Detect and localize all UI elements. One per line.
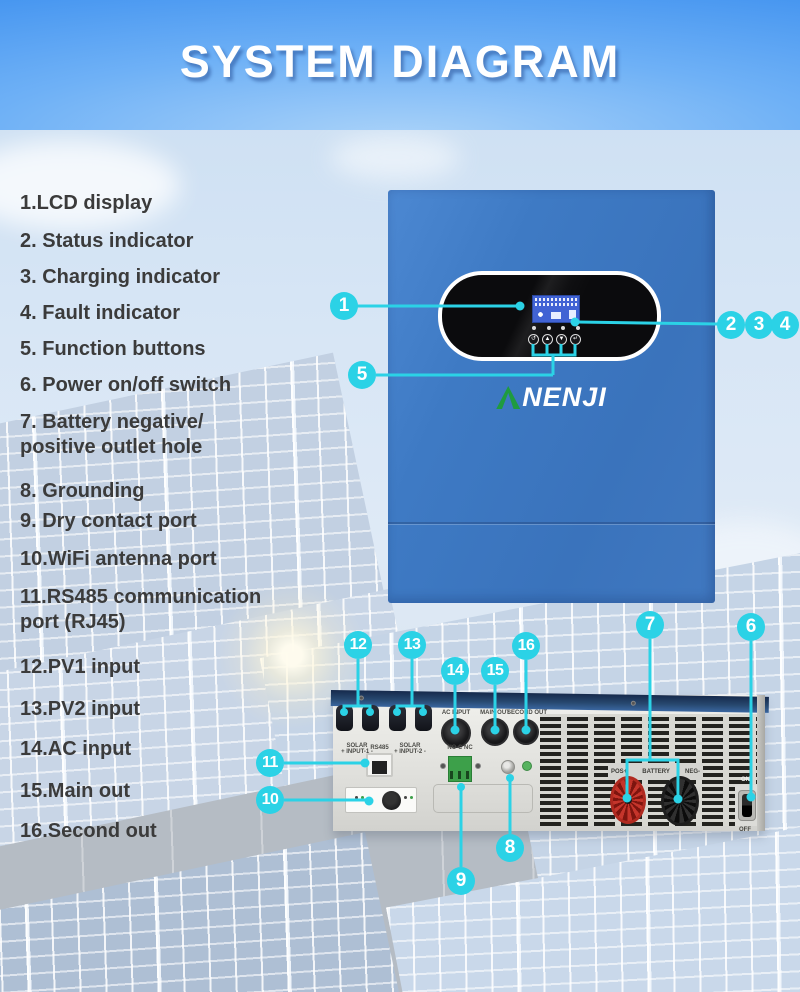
enter-button-icon: ↵ bbox=[570, 334, 581, 345]
cloud bbox=[0, 140, 180, 230]
callout-14: 14 bbox=[441, 657, 469, 685]
wifi-antenna-port bbox=[382, 791, 401, 810]
led-icon bbox=[361, 796, 364, 799]
pv1-positive-connector bbox=[336, 705, 353, 731]
callout-6: 6 bbox=[737, 613, 765, 641]
callout-1: 1 bbox=[330, 292, 358, 320]
legend-item-11: 11.RS485 communication port (RJ45) bbox=[20, 586, 262, 633]
legend-item-9: 9. Dry contact port bbox=[20, 510, 197, 532]
brand-logo: NENJI bbox=[388, 382, 715, 412]
status-indicator-icon bbox=[546, 326, 551, 330]
brand-triangle-icon bbox=[496, 386, 521, 409]
screw-icon bbox=[440, 763, 446, 769]
second-out-port bbox=[513, 719, 539, 745]
battery-pos-label: POS+ bbox=[611, 768, 628, 775]
callout-12: 12 bbox=[344, 631, 372, 659]
pv2-positive-connector bbox=[389, 705, 406, 731]
legend-item-7: 7. Battery negative/ positive outlet hol… bbox=[20, 411, 204, 458]
legend-item-2: 2. Status indicator bbox=[20, 230, 194, 252]
legend-item-6: 6. Power on/off switch bbox=[20, 374, 232, 396]
callout-15: 15 bbox=[481, 657, 509, 685]
callout-10: 10 bbox=[256, 786, 284, 814]
dry-contact-terminal bbox=[448, 756, 472, 782]
header-banner: SYSTEM DIAGRAM bbox=[0, 0, 800, 130]
callout-8: 8 bbox=[496, 834, 524, 862]
battery-terminal-negative bbox=[661, 776, 699, 826]
terminal-hub bbox=[624, 796, 632, 804]
callout-13: 13 bbox=[398, 631, 426, 659]
status-indicator-row bbox=[532, 326, 580, 330]
legend-item-1: 1.LCD display bbox=[20, 192, 153, 214]
battery-label: BATTERY bbox=[642, 768, 670, 775]
panel-right-edge bbox=[757, 695, 765, 831]
screw-icon bbox=[475, 763, 481, 769]
legend-item-15: 15.Main out bbox=[20, 780, 131, 802]
legend-item-3: 3. Charging indicator bbox=[20, 266, 221, 288]
display-panel: ↺ ▲ ▼ ↵ bbox=[438, 271, 661, 361]
up-button-icon: ▲ bbox=[542, 334, 553, 345]
callout-5: 5 bbox=[348, 361, 376, 389]
second-out-label: SECOND OUT bbox=[506, 710, 547, 716]
legend-item-4: 4. Fault indicator bbox=[20, 302, 181, 324]
inverter-bottom-panel: SOLAR + INPUT-1 - SOLAR + INPUT-2 - AC I… bbox=[330, 690, 769, 833]
terminal-hub bbox=[676, 797, 684, 805]
callout-3: 3 bbox=[745, 311, 773, 339]
page-title: SYSTEM DIAGRAM bbox=[179, 36, 621, 87]
callout-16: 16 bbox=[512, 632, 540, 660]
dry-contact-label: NO C NC bbox=[447, 745, 473, 751]
power-switch-plate bbox=[735, 785, 760, 826]
ground-screw bbox=[501, 760, 515, 774]
screw-icon bbox=[630, 700, 636, 706]
inverter-front-view: ↺ ▲ ▼ ↵ NENJI bbox=[388, 190, 715, 603]
legend-item-14: 14.AC input bbox=[20, 738, 132, 760]
battery-neg-label: NEG- bbox=[684, 768, 700, 775]
charging-indicator-icon bbox=[561, 326, 566, 330]
callout-9: 9 bbox=[447, 867, 475, 895]
callout-11: 11 bbox=[256, 749, 284, 777]
solar-input1-label: SOLAR + INPUT-1 - bbox=[341, 743, 373, 755]
screw-icon bbox=[358, 695, 364, 701]
led-icon bbox=[355, 796, 358, 799]
switch-on-label: ON bbox=[741, 777, 750, 783]
blank-plate bbox=[433, 784, 533, 813]
rocker-key bbox=[742, 794, 752, 817]
led-icon bbox=[410, 796, 413, 799]
pv2-negative-connector bbox=[415, 705, 432, 731]
legend-item-12: 12.PV1 input bbox=[20, 656, 141, 678]
solar-input2-label: SOLAR + INPUT-2 - bbox=[394, 743, 426, 755]
legend-item-5: 5. Function buttons bbox=[20, 338, 206, 360]
case-seam bbox=[388, 522, 715, 524]
rj45-port bbox=[366, 753, 393, 777]
callout-2: 2 bbox=[717, 311, 745, 339]
callout-4: 4 bbox=[771, 311, 799, 339]
pv1-negative-connector bbox=[362, 705, 379, 731]
main-out-port bbox=[481, 718, 509, 746]
status-indicator-icon bbox=[532, 326, 536, 330]
esc-button-icon: ↺ bbox=[528, 334, 539, 345]
led-icon bbox=[404, 796, 407, 799]
ac-input-port bbox=[441, 718, 471, 748]
battery-terminal-positive bbox=[610, 776, 646, 824]
legend-item-10: 10.WiFi antenna port bbox=[20, 548, 217, 570]
green-screw bbox=[522, 761, 532, 771]
lcd-display bbox=[532, 295, 580, 323]
legend-item-13: 13.PV2 input bbox=[20, 698, 141, 720]
power-switch bbox=[738, 790, 756, 821]
legend-item-16: 16.Second out bbox=[20, 820, 157, 842]
fault-indicator-icon bbox=[575, 326, 580, 330]
function-buttons: ↺ ▲ ▼ ↵ bbox=[528, 334, 584, 345]
callout-7: 7 bbox=[636, 611, 664, 639]
wifi-antenna-module bbox=[345, 787, 417, 813]
ac-input-label: AC INPUT bbox=[441, 710, 471, 716]
main-out-label: MAIN OUT bbox=[480, 710, 510, 716]
switch-off-label: OFF bbox=[739, 827, 751, 833]
brand-logo-text: NENJI bbox=[522, 382, 607, 412]
down-button-icon: ▼ bbox=[556, 334, 567, 345]
rj45-hole bbox=[372, 761, 387, 774]
legend-item-8: 8. Grounding bbox=[20, 480, 145, 502]
cloud bbox=[330, 135, 460, 180]
rs485-label: RS485 bbox=[370, 745, 389, 751]
